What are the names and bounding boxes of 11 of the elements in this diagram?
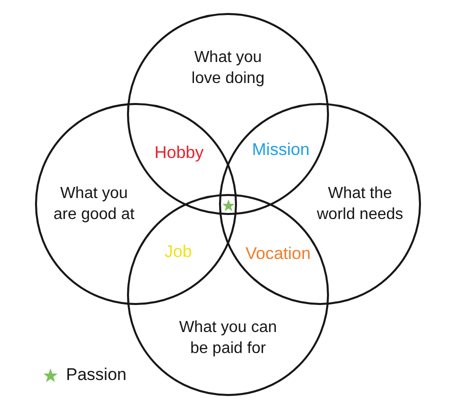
set-label: What you can be paid for [178, 318, 278, 359]
overlap-label: Vocation [246, 244, 311, 264]
venn-circle [35, 103, 237, 305]
legend-label: Passion [66, 365, 126, 385]
overlap-label: Hobby [154, 143, 204, 163]
set-label: What you are good at [53, 184, 135, 225]
overlap-label: Mission [252, 140, 310, 160]
overlap-label: Job [164, 242, 192, 262]
venn-circle [219, 103, 421, 305]
set-label: What you love doing [191, 48, 265, 89]
set-label: What the world needs [316, 184, 404, 225]
